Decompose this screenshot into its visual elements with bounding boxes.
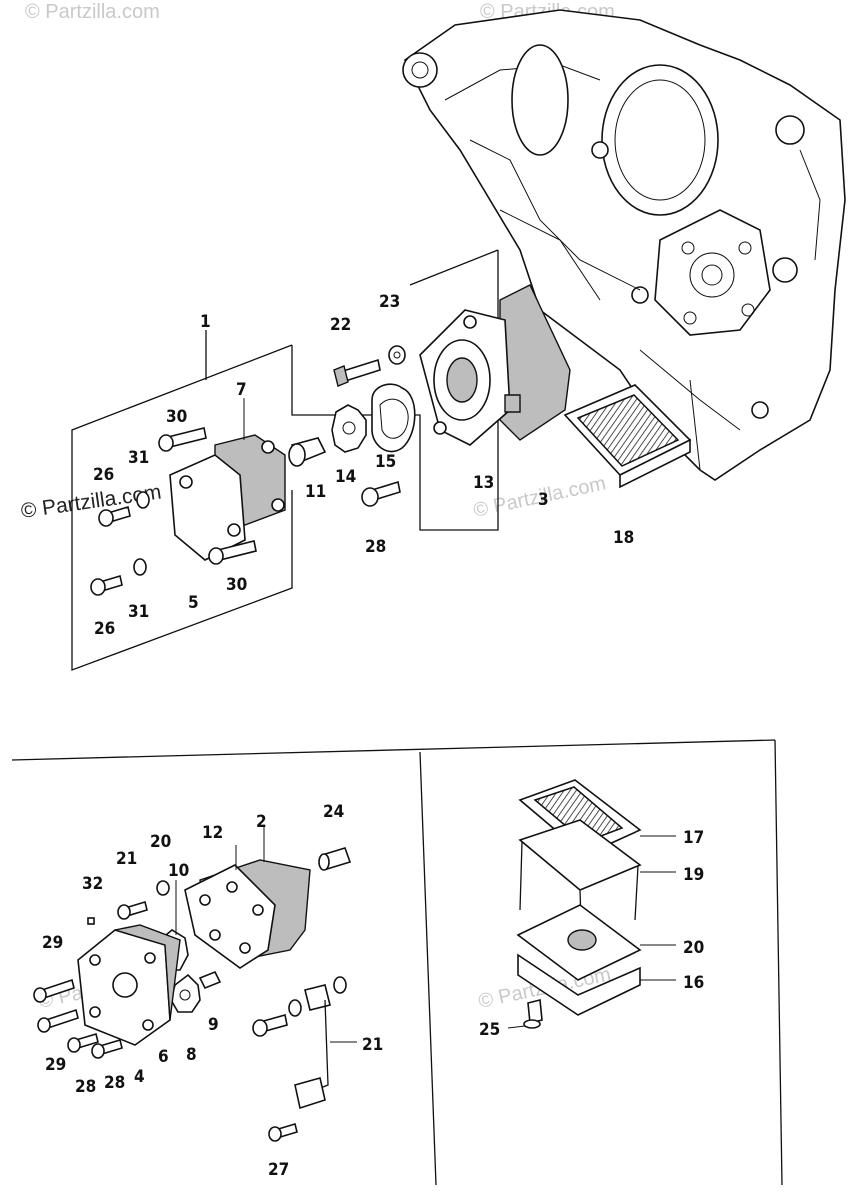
callout-26-upper: 26 [93, 465, 114, 485]
callout-21-upper: 21 [116, 849, 137, 869]
crankcase-illustration [402, 9, 846, 481]
callout-19: 19 [683, 865, 704, 885]
callout-27: 27 [268, 1160, 289, 1180]
pump-rotors [331, 383, 416, 453]
bolts-lower-left [33, 978, 123, 1059]
callout-12: 12 [202, 823, 223, 843]
callout-24: 24 [323, 802, 344, 822]
callout-29-lower: 29 [45, 1055, 66, 1075]
callout-8: 8 [186, 1045, 197, 1065]
oil-pump-exploded-lower [77, 847, 352, 1046]
callout-10: 10 [168, 861, 189, 881]
callout-numbers: 1 2 3 4 5 6 7 8 9 10 11 12 13 14 15 16 1… [42, 292, 704, 1180]
shaft-and-fasteners-upper [288, 345, 406, 507]
callout-11: 11 [305, 482, 326, 502]
callout-20-lower-left: 20 [150, 832, 171, 852]
leader-lines [175, 398, 676, 1043]
oil-strainer-screen [563, 384, 692, 489]
callout-1: 1 [200, 312, 211, 332]
callout-5: 5 [188, 593, 199, 613]
callout-23: 23 [379, 292, 400, 312]
callout-30-upper: 30 [166, 407, 187, 427]
callout-28-upper: 28 [365, 537, 386, 557]
callout-26-lower: 26 [94, 619, 115, 639]
relief-rod-assembly [252, 976, 347, 1142]
watermark-top-left: © Partzilla.com [25, 1, 160, 23]
callout-30-lower: 30 [226, 575, 247, 595]
bottom-frame-divider [419, 751, 437, 1186]
callout-13: 13 [473, 473, 494, 493]
callout-17: 17 [683, 828, 704, 848]
oil-pump-body [419, 284, 571, 446]
bottom-frame-top [11, 739, 776, 761]
bottom-frame-right [774, 739, 783, 1186]
callout-21-lower: 21 [362, 1035, 383, 1055]
callout-14: 14 [335, 467, 356, 487]
callout-9: 9 [208, 1015, 219, 1035]
callout-7: 7 [236, 380, 247, 400]
assembly-1-outline [71, 250, 499, 671]
pump-cover-upper [169, 434, 286, 561]
callout-28-lower-b: 28 [104, 1073, 125, 1093]
screws-upper [90, 427, 257, 596]
strainer-assembly-lower [516, 779, 642, 1029]
callout-16: 16 [683, 973, 704, 993]
callout-31-upper: 31 [128, 448, 149, 468]
callout-15: 15 [375, 452, 396, 472]
callout-6: 6 [158, 1047, 169, 1067]
callout-2: 2 [256, 812, 267, 832]
callout-20-lower-right: 20 [683, 938, 704, 958]
callout-25: 25 [479, 1020, 500, 1040]
callout-31-lower: 31 [128, 602, 149, 622]
callout-3: 3 [538, 490, 549, 510]
callout-32: 32 [82, 874, 103, 894]
callout-28-lower-a: 28 [75, 1077, 96, 1097]
callout-18: 18 [613, 528, 634, 548]
leader-assembly-top [409, 249, 499, 286]
callout-29-upper: 29 [42, 933, 63, 953]
callout-22: 22 [330, 315, 351, 335]
callout-4: 4 [134, 1067, 145, 1087]
